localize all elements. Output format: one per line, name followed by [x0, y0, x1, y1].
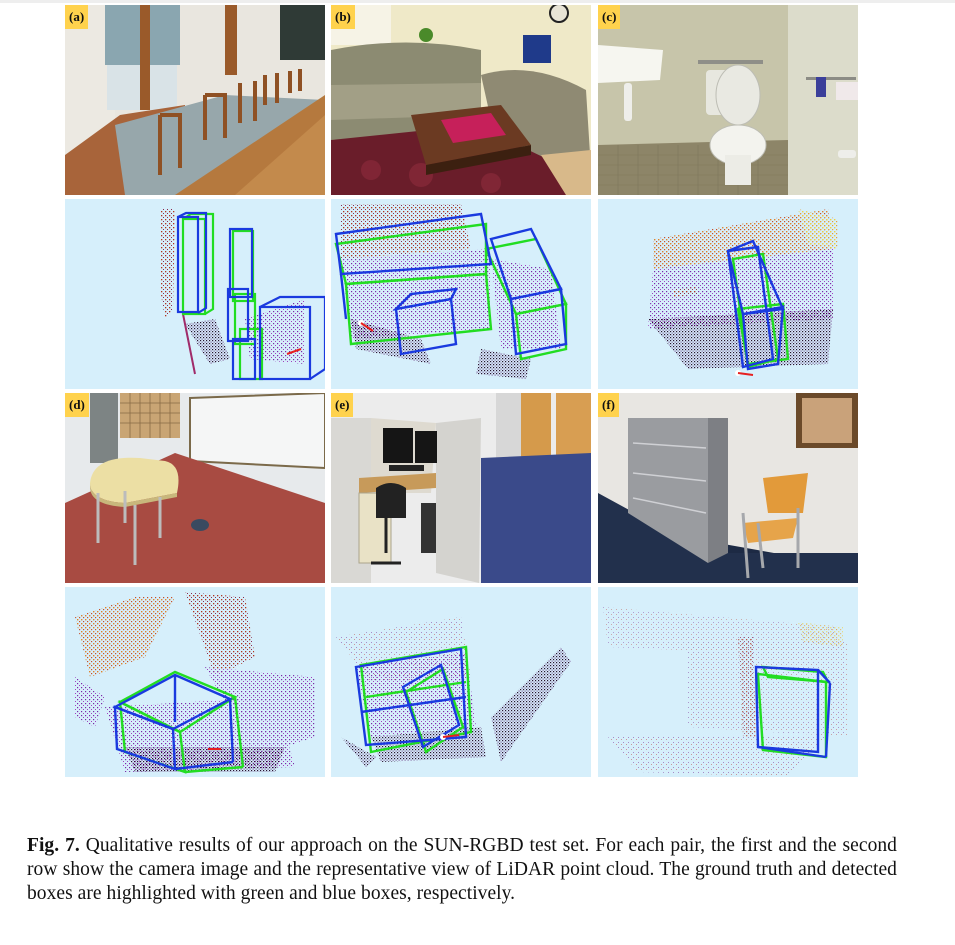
panel-c-camera-image: (c): [598, 5, 858, 195]
figure-caption: Fig. 7. Qualitative results of our appro…: [27, 834, 897, 906]
figure-number: Fig. 7.: [27, 835, 80, 856]
panel-label-b: (b): [331, 5, 355, 29]
panel-f-lidar-view: [598, 587, 858, 777]
conference-room-photo: [65, 5, 325, 195]
panel-d-camera-image: (d): [65, 393, 325, 583]
office-cubicle-photo: [331, 393, 591, 583]
panel-b-lidar-view: [331, 199, 591, 389]
panel-a-camera-image: (a): [65, 5, 325, 195]
bathroom-photo: [598, 5, 858, 195]
page-top-border: [0, 0, 955, 3]
panel-label-f: (f): [598, 393, 619, 417]
panel-f-camera-image: (f): [598, 393, 858, 583]
point-cloud-a: [160, 209, 325, 381]
panel-label-e: (e): [331, 393, 354, 417]
panel-e-camera-image: (e): [331, 393, 591, 583]
point-cloud-c: [648, 209, 838, 376]
table-room-photo: [65, 393, 325, 583]
filing-cabinet-photo: [598, 393, 858, 583]
panel-label-d: (d): [65, 393, 89, 417]
point-cloud-f: [603, 607, 848, 777]
panel-a-lidar-view: [65, 199, 325, 389]
panel-label-a: (a): [65, 5, 89, 29]
panel-label-c: (c): [598, 5, 621, 29]
point-cloud-b: [334, 204, 568, 379]
panel-b-camera-image: (b): [331, 5, 591, 195]
panel-e-lidar-view: [331, 587, 591, 777]
living-room-photo: [331, 5, 591, 195]
figure-caption-text: Qualitative results of our approach on t…: [27, 835, 897, 904]
point-cloud-e: [336, 617, 571, 767]
panel-c-lidar-view: [598, 199, 858, 389]
panel-d-lidar-view: [65, 587, 325, 777]
point-cloud-d: [75, 592, 315, 774]
